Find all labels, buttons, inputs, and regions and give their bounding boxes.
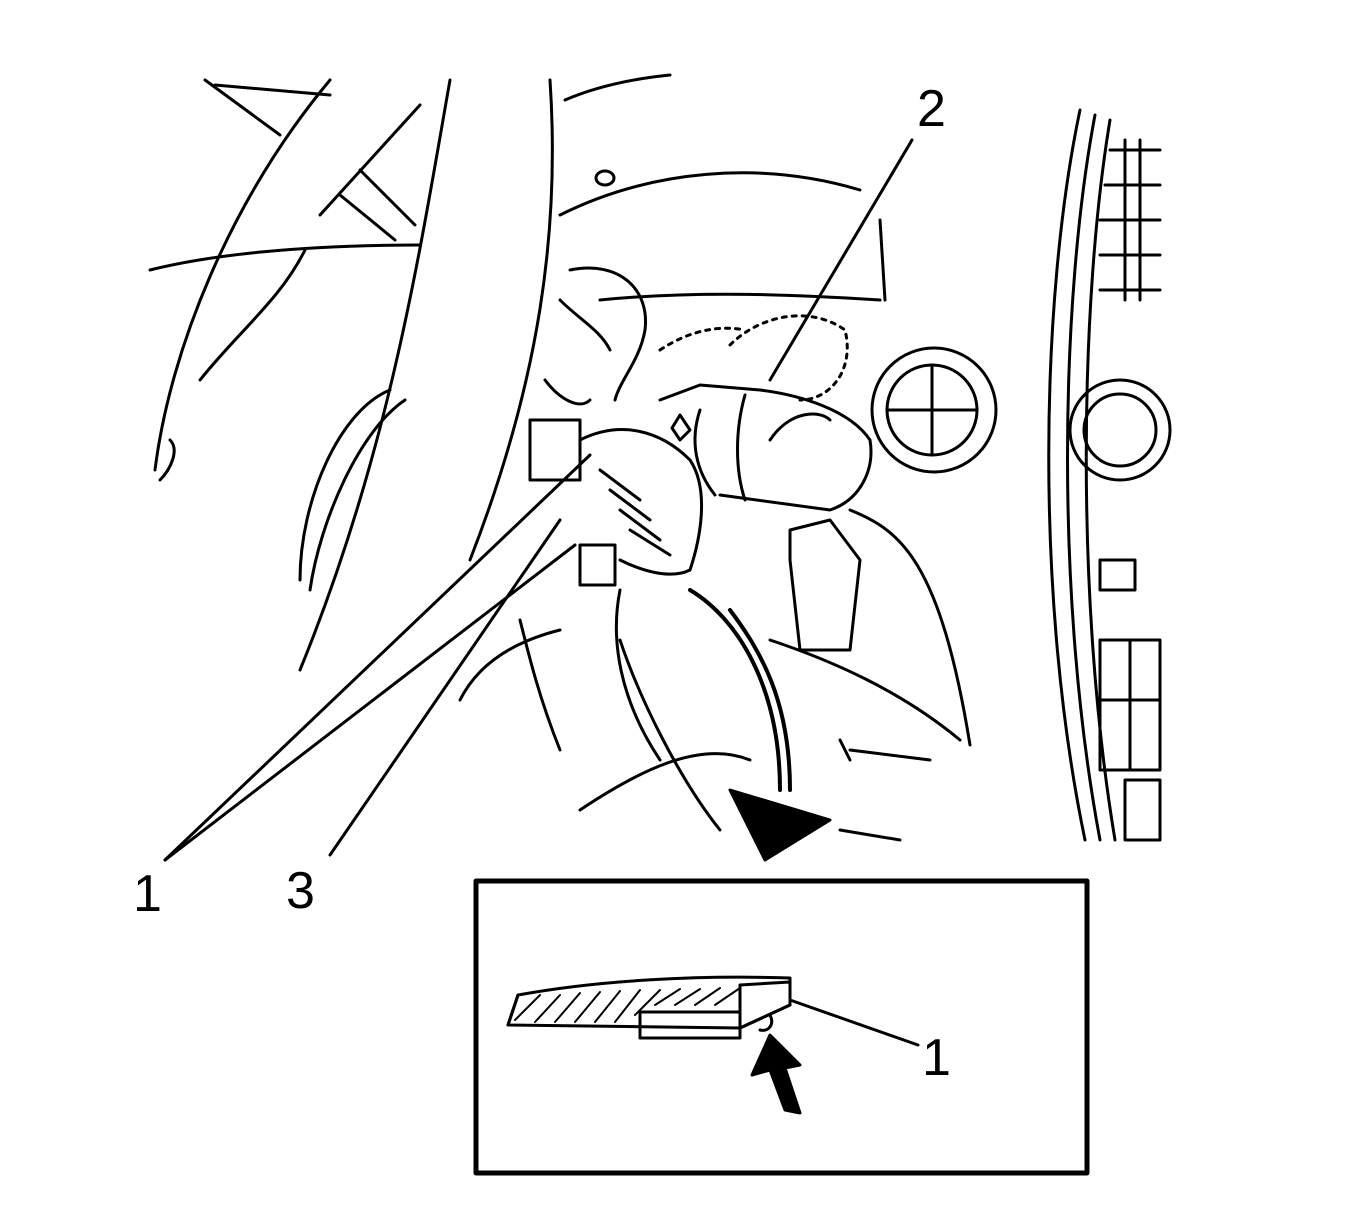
callout-3: 3 <box>286 862 315 920</box>
instrument-panel <box>558 73 998 474</box>
removal-arrow <box>688 588 832 862</box>
leader-lines <box>163 138 914 862</box>
callout-1-inset: 1 <box>922 1029 951 1087</box>
inset-detail <box>473 878 1090 1176</box>
callout-2: 2 <box>917 80 946 138</box>
center-console <box>1047 108 1172 842</box>
callout-1-main: 1 <box>133 865 162 923</box>
steering-wheel <box>148 78 554 672</box>
hand-and-connector <box>458 266 752 832</box>
stalk-switch <box>658 383 972 842</box>
